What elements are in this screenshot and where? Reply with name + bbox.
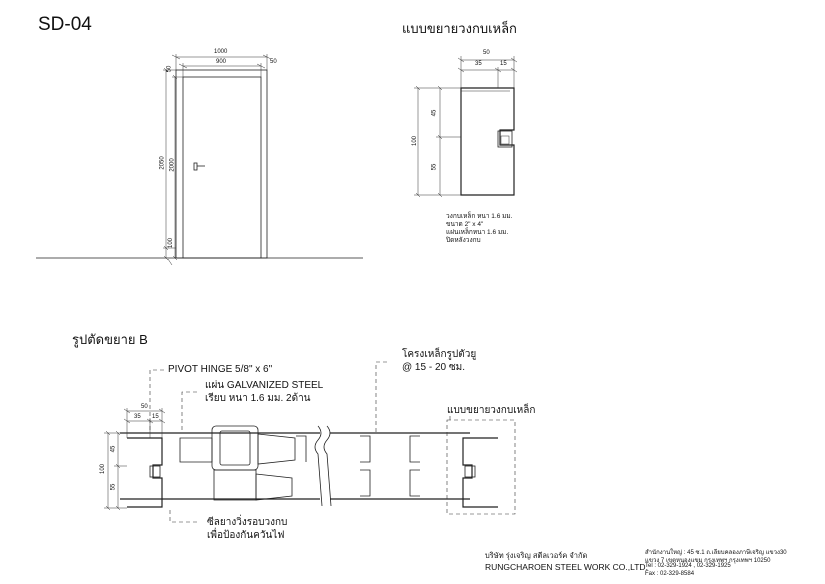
door-handle	[193, 162, 198, 171]
frame-note-line: วงกบเหล็ก หนา 1.6 มม.	[446, 213, 513, 220]
dim-leaf-height: 2000	[169, 158, 176, 172]
detail-dim-lower: 55	[431, 163, 438, 171]
stiffener-callout-1: โครงเหล็กรูปตัวยู	[402, 349, 477, 360]
dim-leaf-width: 900	[216, 59, 227, 65]
steel-sheet-callout-2: เรียบ หนา 1.6 มม. 2ด้าน	[205, 393, 311, 404]
frame-note-line: ขนาด 2" x 4"	[446, 221, 484, 228]
dim-bottom: 100	[168, 237, 175, 249]
company-address-1: สำนักงานใหญ่ : 45 ซ.1 ถ.เลียบคลองภาษีเจร…	[645, 550, 787, 556]
dim-frame-width: 1000	[214, 49, 228, 55]
dim-side-left: 50	[166, 65, 173, 73]
section-dim-lower: 55	[110, 483, 117, 491]
section-dim-overall: 50	[141, 404, 148, 410]
company-fax: Fax : 02-329-8584	[645, 571, 695, 577]
door-frame	[175, 69, 268, 259]
frame-note-line: ปิดหลังวงกบ	[446, 237, 481, 244]
section-dim-part-a: 35	[134, 414, 141, 420]
section-dim-part-b: 15	[152, 414, 159, 420]
stiffener-callout-2: @ 15 - 20 ซม.	[402, 362, 465, 373]
company-name-en: RUNGCHAROEN STEEL WORK CO.,LTD.	[485, 562, 648, 572]
detail-dim-overall: 50	[483, 50, 490, 56]
section-b-title: รูปตัดขยาย B	[72, 332, 148, 347]
steel-sheet-callout-1: แผ่น GALVANIZED STEEL	[205, 380, 324, 391]
frame-detail-callout: แบบขยายวงกบเหล็ก	[447, 405, 536, 416]
detail-dim-upper: 45	[431, 109, 438, 117]
door-elevation	[163, 54, 272, 266]
section-dim-height: 100	[100, 463, 107, 475]
door-leaf	[182, 76, 262, 259]
pivot-hinge-callout: PIVOT HINGE 5/8" x 6"	[168, 364, 273, 375]
detail-dim-part-a: 35	[475, 61, 482, 67]
company-tel: Tel : 02-329-1924 , 02-329-1925	[645, 563, 731, 569]
company-address-2: แขวง 7 เขตหนองแขม กรุงเทพฯ กรุงเทพฯ 1025…	[645, 558, 771, 564]
company-name-th: บริษัท รุ่งเจริญ สตีลเวอร์ค จำกัด	[485, 551, 588, 560]
frame-detail-drawing	[414, 56, 518, 198]
section-b-drawing	[104, 361, 516, 523]
dim-overall-height: 2050	[159, 156, 166, 170]
frame-spec-notes: วงกบเหล็ก หนา 1.6 มม. ขนาด 2" x 4" แผ่นเ…	[446, 213, 556, 245]
frame-note-line: แผ่นเหล็กหนา 1.6 มม.	[446, 229, 509, 236]
rubber-seal-callout-1: ซีลยางวิ่งรอบวงกบ	[207, 517, 288, 528]
dim-side-right: 50	[270, 59, 277, 65]
rubber-seal-callout-2: เพื่อป้องกันควันไฟ	[207, 530, 285, 541]
section-dim-upper: 45	[110, 445, 117, 453]
sheet-id: SD-04	[38, 14, 92, 35]
detail-dim-part-b: 15	[500, 61, 507, 67]
frame-detail-title: แบบขยายวงกบเหล็ก	[402, 21, 517, 36]
frame-seal	[497, 130, 513, 148]
detail-dim-height: 100	[412, 135, 419, 147]
